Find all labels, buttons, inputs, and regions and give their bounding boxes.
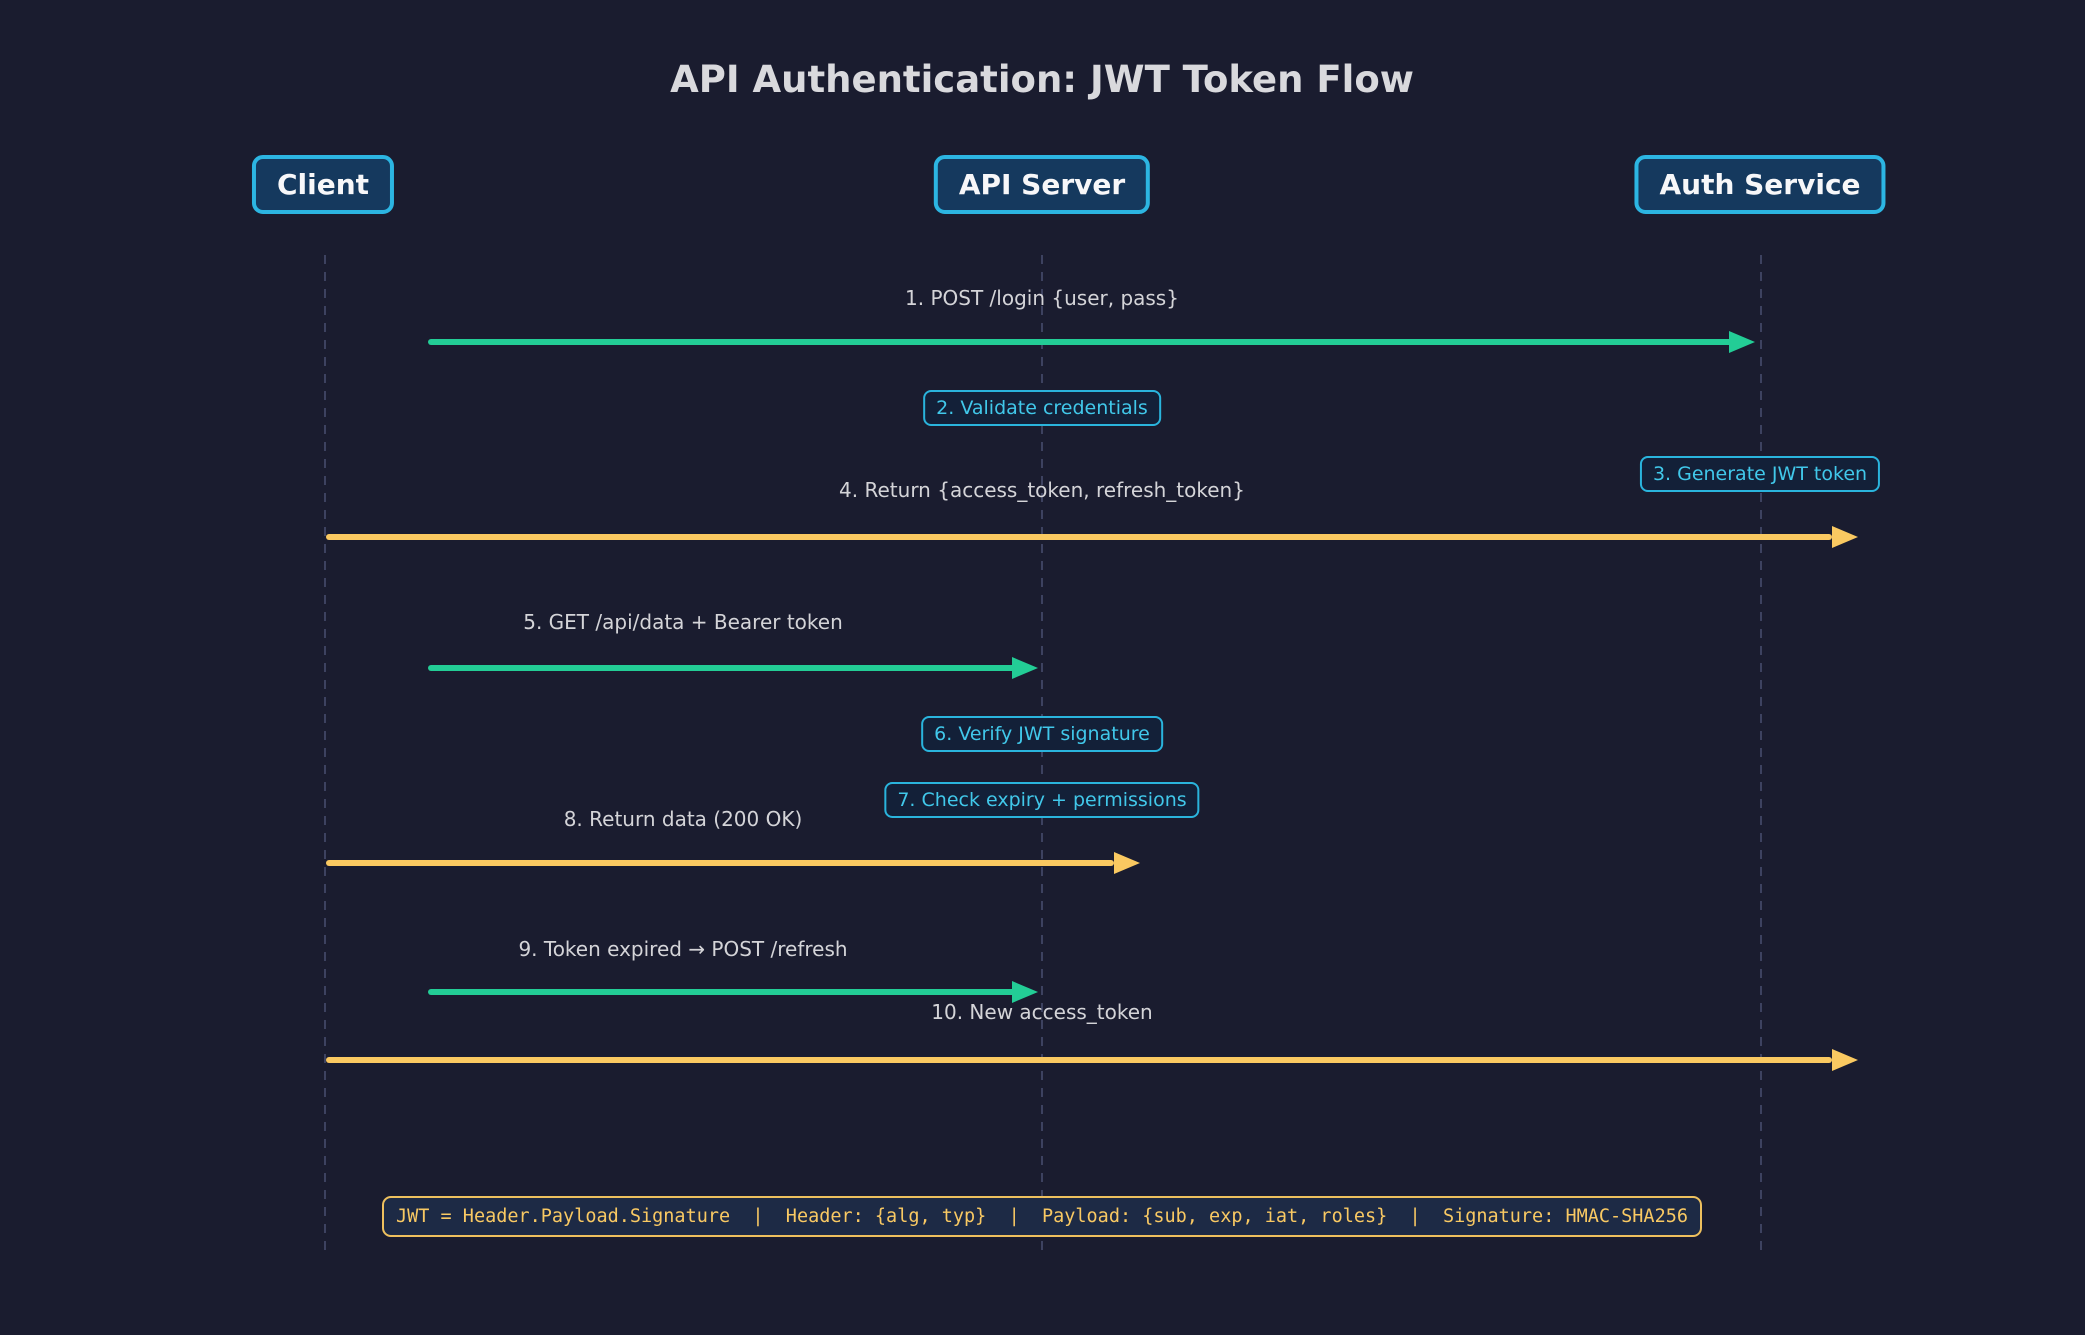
action-check-expiry: 7. Check expiry + permissions — [884, 782, 1200, 818]
action-generate-jwt: 3. Generate JWT token — [1639, 456, 1881, 492]
arrow-head-icon — [1012, 657, 1038, 679]
jwt-structure-note: JWT = Header.Payload.Signature | Header:… — [382, 1196, 1702, 1237]
actor-auth-service: Auth Service — [1634, 155, 1886, 214]
lifeline-client — [324, 255, 326, 1255]
arrow-head-icon — [1832, 1049, 1858, 1071]
message-arrow-4 — [326, 534, 1832, 540]
message-arrow-9 — [428, 989, 1018, 995]
message-label-1: 1. POST /login {user, pass} — [905, 286, 1179, 310]
message-label-8: 8. Return data (200 OK) — [563, 807, 803, 831]
message-arrow-10 — [326, 1057, 1832, 1063]
lifeline-api-server — [1041, 255, 1043, 1255]
actor-api-server: API Server — [933, 155, 1151, 214]
arrow-head-icon — [1114, 852, 1140, 874]
arrow-head-icon — [1012, 981, 1038, 1003]
arrow-head-icon — [1832, 526, 1858, 548]
action-verify-signature: 6. Verify JWT signature — [921, 716, 1163, 752]
message-label-4: 4. Return {access_token, refresh_token} — [839, 478, 1245, 502]
message-arrow-8 — [326, 860, 1114, 866]
message-arrow-5 — [428, 665, 1018, 671]
message-arrow-1 — [428, 339, 1735, 345]
lifeline-auth-service — [1760, 255, 1762, 1255]
actor-client: Client — [251, 155, 395, 214]
message-label-10: 10. New access_token — [931, 1000, 1153, 1024]
message-label-5: 5. GET /api/data + Bearer token — [523, 610, 843, 634]
arrow-head-icon — [1729, 331, 1755, 353]
action-validate-credentials: 2. Validate credentials — [923, 390, 1161, 426]
message-label-9: 9. Token expired → POST /refresh — [518, 937, 848, 961]
diagram-title: API Authentication: JWT Token Flow — [670, 58, 1414, 101]
